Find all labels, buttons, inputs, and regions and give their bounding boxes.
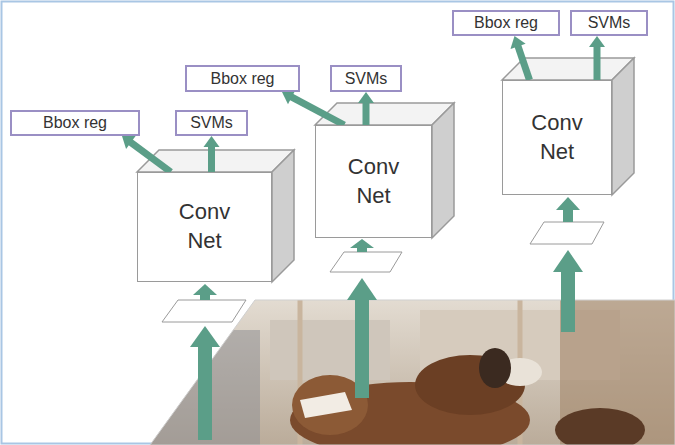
arrow-head bbox=[510, 36, 525, 49]
output-box: Bbox reg bbox=[185, 65, 300, 92]
output-box: SVMs bbox=[175, 110, 248, 136]
input-image bbox=[140, 295, 675, 445]
output-arrow bbox=[589, 36, 605, 80]
arrow-head bbox=[204, 136, 220, 147]
output-box: Bbox reg bbox=[10, 110, 140, 136]
arrow-head bbox=[122, 136, 136, 149]
output-label: Bbox reg bbox=[43, 114, 107, 132]
arrow-shaft bbox=[363, 102, 370, 125]
output-label: SVMs bbox=[588, 14, 631, 32]
output-box: SVMs bbox=[570, 10, 648, 36]
region-patch bbox=[330, 252, 402, 272]
output-label: SVMs bbox=[345, 70, 388, 88]
convnet-label: Conv Net bbox=[174, 198, 236, 255]
output-label: Bbox reg bbox=[474, 14, 538, 32]
arrow-shaft bbox=[518, 45, 530, 80]
region-patch bbox=[162, 300, 246, 322]
region-patch bbox=[530, 222, 604, 244]
output-arrow bbox=[510, 36, 529, 80]
box-faces bbox=[137, 58, 634, 282]
convnet-label: Conv Net bbox=[526, 109, 588, 166]
output-arrow bbox=[204, 136, 220, 172]
arrow-head bbox=[282, 90, 295, 104]
arrow-shaft bbox=[208, 146, 215, 172]
output-label: SVMs bbox=[190, 114, 233, 132]
output-label: Bbox reg bbox=[210, 70, 274, 88]
arrow-head bbox=[358, 92, 374, 103]
output-arrow bbox=[282, 90, 344, 125]
output-box: Bbox reg bbox=[452, 10, 560, 36]
convnet-box: Conv Net bbox=[315, 125, 432, 238]
convnet-box: Conv Net bbox=[502, 80, 612, 195]
arrow-shaft bbox=[594, 46, 601, 80]
arrow-shaft bbox=[130, 142, 171, 172]
arrow-head bbox=[589, 36, 605, 47]
output-box: SVMs bbox=[330, 65, 402, 92]
convnet-box: Conv Net bbox=[137, 172, 272, 282]
arrow-shaft bbox=[291, 97, 344, 125]
output-arrow bbox=[122, 136, 171, 172]
output-arrow bbox=[358, 92, 374, 125]
convnet-label: Conv Net bbox=[343, 153, 405, 210]
